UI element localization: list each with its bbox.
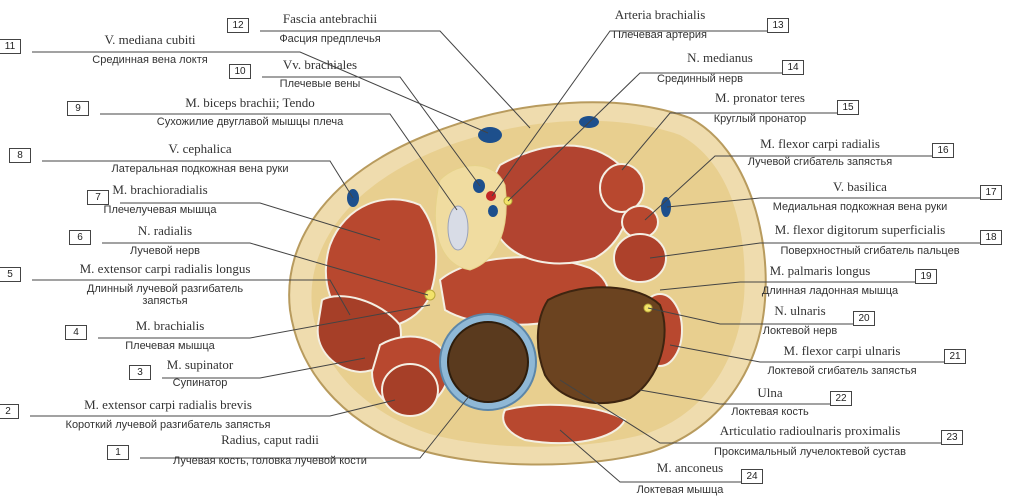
label-number-13: 13 [767, 18, 789, 33]
label-latin-23: Articulatio radioulnaris proximalis [720, 424, 901, 437]
label-russian-17: Медиальная подкожная вена руки [773, 202, 947, 213]
label-number-4: 4 [65, 325, 87, 340]
extensor-brevis-shape [382, 364, 438, 416]
label-russian-5: Длинный лучевой разгибатель [87, 284, 243, 295]
label-number-2: 2 [0, 404, 19, 419]
label-russian-12: Фасция предплечья [279, 34, 380, 45]
pronator-teres-shape [600, 164, 644, 212]
label-number-7: 7 [87, 190, 109, 205]
label-russian-3: Супинатор [173, 378, 228, 389]
label-number-14: 14 [782, 60, 804, 75]
label-number-12: 12 [227, 18, 249, 33]
label-latin-24: M. anconeus [657, 461, 723, 474]
label-latin-15: M. pronator teres [715, 91, 805, 104]
label-latin-17: V. basilica [833, 180, 887, 193]
label-russian-cont-5: запястья [142, 296, 187, 307]
label-latin-7: M. brachioradialis [112, 183, 207, 196]
label-latin-14: N. medianus [687, 51, 753, 64]
label-latin-16: M. flexor carpi radialis [760, 137, 880, 150]
mediana-cubiti-vein [478, 127, 502, 143]
biceps-tendon-shape [448, 206, 468, 250]
label-number-18: 18 [980, 230, 1002, 245]
label-number-1: 1 [107, 445, 129, 460]
label-number-6: 6 [69, 230, 91, 245]
label-latin-19: M. palmaris longus [770, 264, 871, 277]
label-latin-10: Vv. brachiales [283, 58, 357, 71]
radius-head [448, 322, 528, 402]
label-number-17: 17 [980, 185, 1002, 200]
label-russian-15: Круглый пронатор [714, 114, 807, 125]
label-russian-9: Сухожилие двуглавой мышцы плеча [157, 117, 343, 128]
label-russian-18: Поверхностный сгибатель пальцев [780, 246, 959, 257]
label-latin-11: V. mediana cubiti [104, 33, 195, 46]
label-latin-12: Fascia antebrachii [283, 12, 377, 25]
label-number-20: 20 [853, 311, 875, 326]
label-number-3: 3 [129, 365, 151, 380]
label-russian-6: Лучевой нерв [130, 246, 200, 257]
label-russian-23: Проксимальный лучелоктевой сустав [714, 447, 906, 458]
label-latin-2: M. extensor carpi radialis brevis [84, 398, 252, 411]
label-latin-21: M. flexor carpi ulnaris [784, 344, 901, 357]
label-number-19: 19 [915, 269, 937, 284]
label-latin-6: N. radialis [138, 224, 192, 237]
label-russian-4: Плечевая мышца [125, 341, 215, 352]
label-russian-14: Срединный нерв [657, 74, 743, 85]
label-latin-13: Arteria brachialis [615, 8, 706, 21]
flexor-digitorum-shape [614, 234, 666, 282]
label-number-10: 10 [229, 64, 251, 79]
label-number-5: 5 [0, 267, 21, 282]
label-number-16: 16 [932, 143, 954, 158]
label-latin-8: V. cephalica [168, 142, 231, 155]
label-latin-9: M. biceps brachii; Tendo [185, 96, 315, 109]
label-russian-10: Плечевые вены [280, 79, 361, 90]
brachial-vein-1 [473, 179, 485, 193]
label-russian-13: Плечевая артерия [613, 30, 707, 41]
label-russian-1: Лучевая кость, головка лучевой кости [173, 456, 367, 467]
label-russian-16: Лучевой сгибатель запястья [748, 157, 892, 168]
brachial-vein-2 [488, 205, 498, 217]
label-russian-7: Плечелучевая мышца [104, 205, 217, 216]
label-number-21: 21 [944, 349, 966, 364]
label-russian-2: Короткий лучевой разгибатель запястья [66, 420, 271, 431]
label-number-9: 9 [67, 101, 89, 116]
label-russian-20: Локтевой нерв [763, 326, 838, 337]
label-latin-3: M. supinator [167, 358, 233, 371]
label-russian-21: Локтевой сгибатель запястья [767, 366, 916, 377]
label-russian-19: Длинная ладонная мышца [762, 286, 898, 297]
label-russian-24: Локтевая мышца [637, 485, 724, 496]
label-number-24: 24 [741, 469, 763, 484]
label-number-8: 8 [9, 148, 31, 163]
label-latin-20: N. ulnaris [774, 304, 825, 317]
label-number-23: 23 [941, 430, 963, 445]
label-number-15: 15 [837, 100, 859, 115]
label-latin-1: Radius, caput radii [221, 433, 319, 446]
label-latin-18: M. flexor digitorum superficialis [775, 223, 945, 236]
label-latin-22: Ulna [757, 386, 782, 399]
label-russian-11: Срединная вена локтя [92, 55, 207, 66]
label-number-11: 11 [0, 39, 21, 54]
label-russian-22: Локтевая кость [731, 407, 808, 418]
label-number-22: 22 [830, 391, 852, 406]
label-russian-8: Латеральная подкожная вена руки [112, 164, 289, 175]
label-latin-4: M. brachialis [136, 319, 205, 332]
label-latin-5: M. extensor carpi radialis longus [80, 262, 251, 275]
